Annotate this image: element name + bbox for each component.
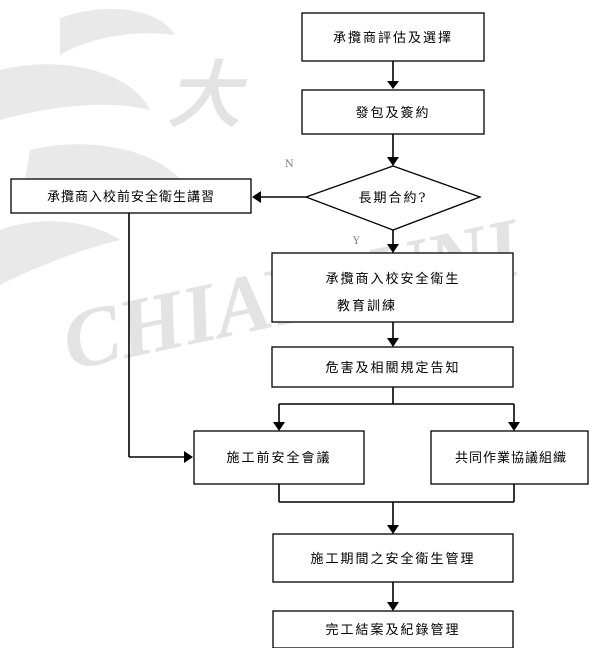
arrowhead-training-meeting	[184, 451, 193, 463]
node-education: 承攬商入校安全衛生 教育訓練	[271, 252, 514, 323]
watermark-seal-char: 大	[168, 56, 248, 136]
node-education-label-line2: 教育訓練	[337, 298, 397, 314]
connectors	[128, 61, 520, 611]
arrowhead-decision-no	[252, 191, 261, 203]
arrowhead-contract-decision	[387, 157, 399, 166]
edge-label-yes: Y	[352, 236, 360, 247]
node-education-label-line1: 承攬商入校安全衛生	[325, 271, 460, 287]
node-decision-label: 長期合約?	[359, 191, 428, 206]
node-contract: 發包及簽約	[301, 89, 485, 135]
node-pre-training: 承攬商入校前安全衛生講習	[10, 178, 252, 214]
node-pre-meeting: 施工前安全會議	[193, 430, 365, 485]
arrowhead-education-hazard	[387, 338, 399, 347]
edge-label-no: N	[285, 159, 294, 170]
arrowhead-management	[387, 525, 399, 534]
arrowhead-pre-meeting	[273, 422, 285, 431]
node-decision: 長期合約?	[304, 165, 482, 231]
node-joint-org: 共同作業協議組織	[430, 430, 589, 485]
node-completion-label: 完工結案及紀錄管理	[325, 623, 460, 638]
node-joint-org-label: 共同作業協議組織	[455, 450, 567, 466]
watermark-stroke-2	[0, 64, 150, 120]
node-management: 施工期間之安全衛生管理	[272, 533, 514, 583]
watermark-stroke-4	[0, 221, 120, 285]
node-evaluate-label: 承攬商評估及選擇	[333, 30, 453, 46]
node-pre-meeting-label: 施工前安全會議	[226, 450, 331, 466]
node-evaluate: 承攬商評估及選擇	[301, 12, 485, 62]
node-hazard: 危害及相關規定告知	[271, 346, 514, 388]
node-contract-label: 發包及簽約	[355, 105, 430, 121]
node-management-label: 施工期間之安全衛生管理	[310, 551, 475, 567]
node-completion: 完工結案及紀錄管理	[272, 610, 514, 648]
arrowhead-completion	[387, 602, 399, 611]
node-pre-training-label: 承攬商入校前安全衛生講習	[47, 189, 215, 205]
watermark-stroke-1	[60, 8, 175, 56]
arrowhead-joint-org	[508, 422, 520, 431]
arrowhead-decision-yes	[387, 244, 399, 253]
node-hazard-label: 危害及相關規定告知	[325, 360, 460, 376]
arrowhead-evaluate-contract	[387, 81, 399, 89]
